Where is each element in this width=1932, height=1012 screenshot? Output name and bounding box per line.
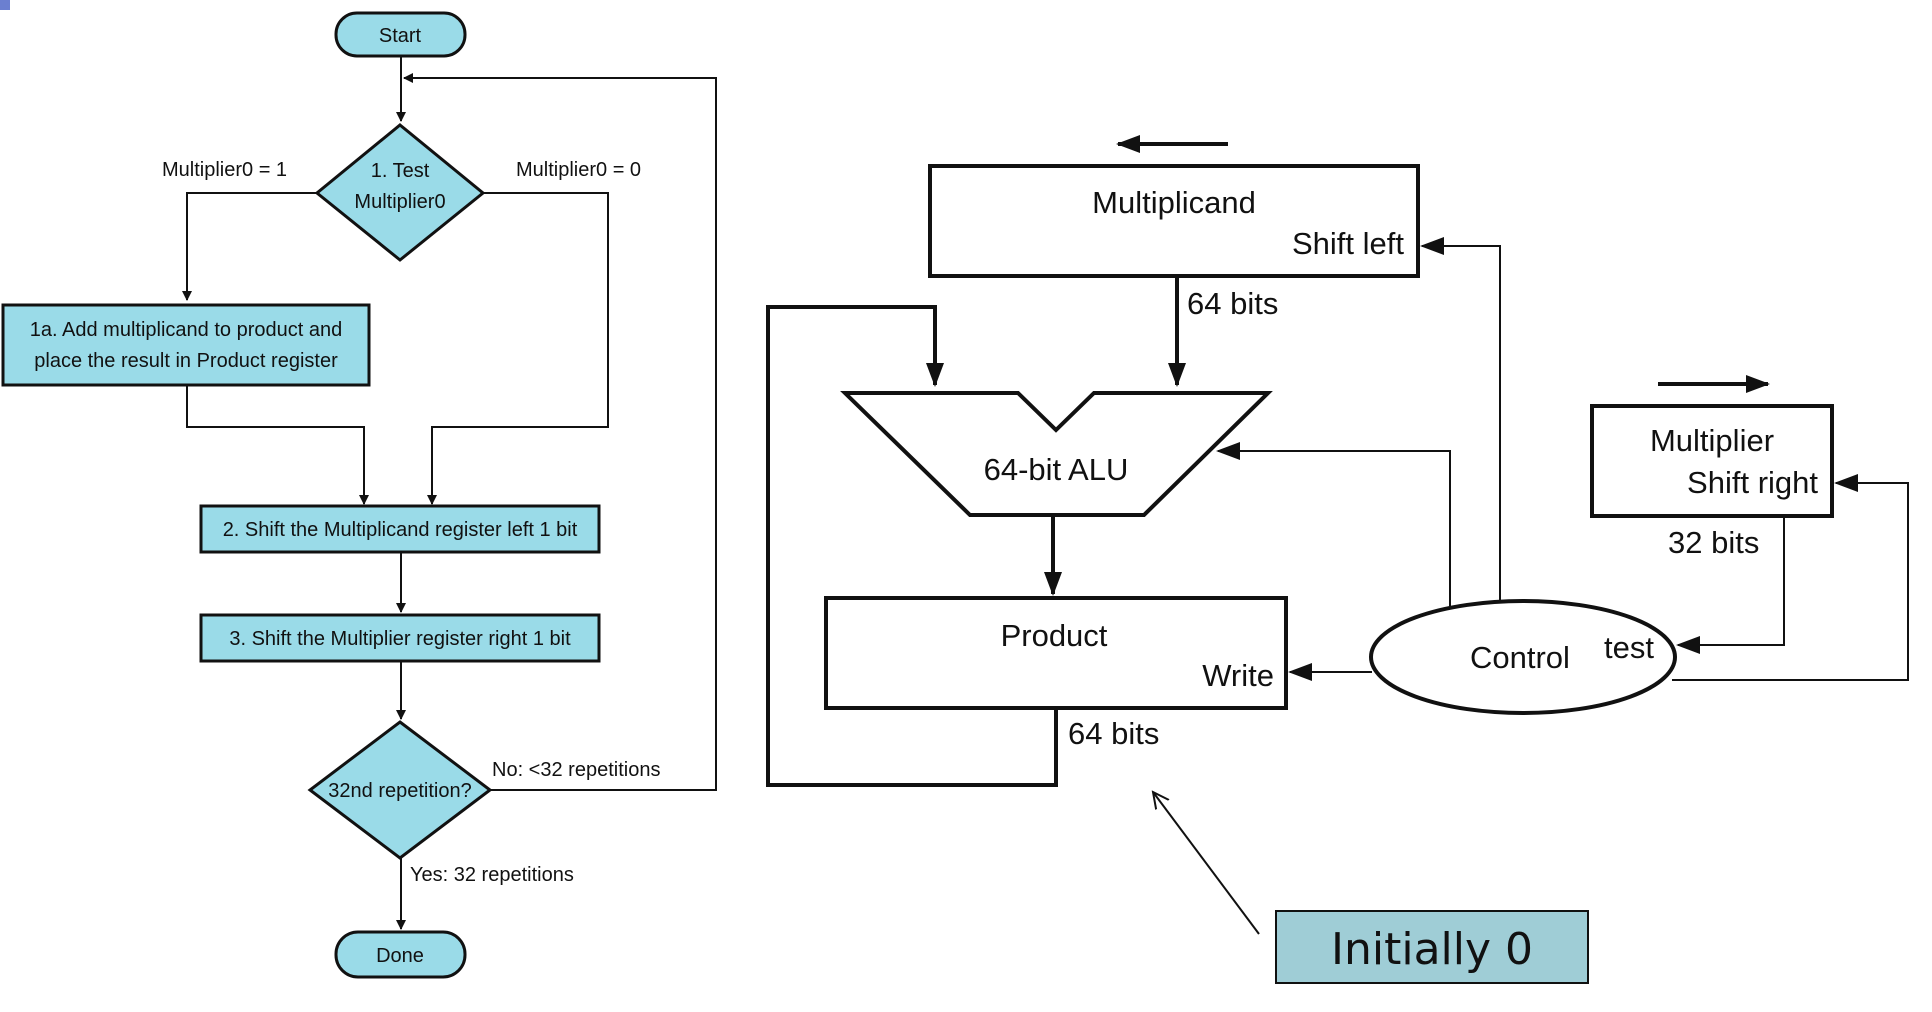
multiplier-width-label: 32 bits	[1668, 525, 1759, 560]
control-to-multiplier-signal	[1672, 474, 1909, 681]
flow-arrow-test-to-1a	[182, 192, 317, 301]
test-multiplier0-diamond	[314, 123, 486, 262]
flow-arrow-1a-to-step2	[186, 385, 369, 505]
alu-label: 64-bit ALU	[984, 452, 1129, 487]
done-node	[334, 930, 467, 979]
multiplier-to-control-test-signal	[1676, 516, 1785, 654]
step-2-label: 2. Shift the Multiplicand register left …	[223, 519, 578, 541]
multiplier-action: Shift right	[1687, 465, 1818, 500]
control-label: Control	[1470, 640, 1570, 675]
control-to-multiplicand-signal	[1420, 237, 1501, 602]
step-1a-line1: 1a. Add multiplicand to product and	[30, 319, 342, 341]
hardware-diagram: Multiplicand Shift left 64 bits 64-bit A…	[766, 135, 1909, 787]
branch-one-label: Multiplier0 = 1	[162, 159, 287, 181]
product-register	[824, 596, 1288, 710]
product-width-label: 64 bits	[1068, 716, 1159, 751]
product-feedback-path	[766, 305, 1058, 787]
step-1a-line2: place the result in Product register	[34, 350, 338, 372]
repetition-label: 32nd repetition?	[328, 780, 471, 802]
control-unit	[1369, 599, 1677, 715]
yes-label: Yes: 32 repetitions	[410, 864, 574, 886]
multiplier-register	[1590, 404, 1834, 518]
loop-back-line	[403, 73, 717, 791]
control-test-label: test	[1604, 630, 1654, 665]
alu-block	[840, 391, 1273, 517]
step-1a-box	[1, 303, 371, 387]
note-label: Initially 0	[1331, 924, 1533, 975]
product-name: Product	[1001, 618, 1108, 653]
no-label: No: <32 repetitions	[492, 759, 660, 781]
multiplicand-width-label: 64 bits	[1187, 286, 1278, 321]
test-label-line1: 1. Test	[371, 160, 430, 182]
test-label-line2: Multiplier0	[354, 191, 445, 213]
multiplier-name: Multiplier	[1650, 423, 1774, 458]
product-action: Write	[1202, 658, 1274, 693]
branch-zero-label: Multiplier0 = 0	[516, 159, 641, 181]
multiplicand-register	[928, 164, 1420, 278]
control-to-alu-signal	[1216, 442, 1451, 606]
multiplicand-action: Shift left	[1292, 226, 1404, 261]
done-label: Done	[376, 945, 424, 967]
initial-value-note: Initially 0	[1153, 792, 1589, 984]
start-label: Start	[379, 25, 422, 47]
corner-mark	[0, 0, 10, 10]
flowchart: Start 1. Test Multiplier0 Multiplier0 = …	[1, 11, 717, 979]
note-box	[1275, 910, 1589, 984]
flow-arrow-test-to-step2	[427, 192, 609, 505]
multiplicand-name: Multiplicand	[1092, 185, 1256, 220]
note-pointer-arrow	[1153, 792, 1260, 935]
step-3-label: 3. Shift the Multiplier register right 1…	[229, 628, 571, 650]
